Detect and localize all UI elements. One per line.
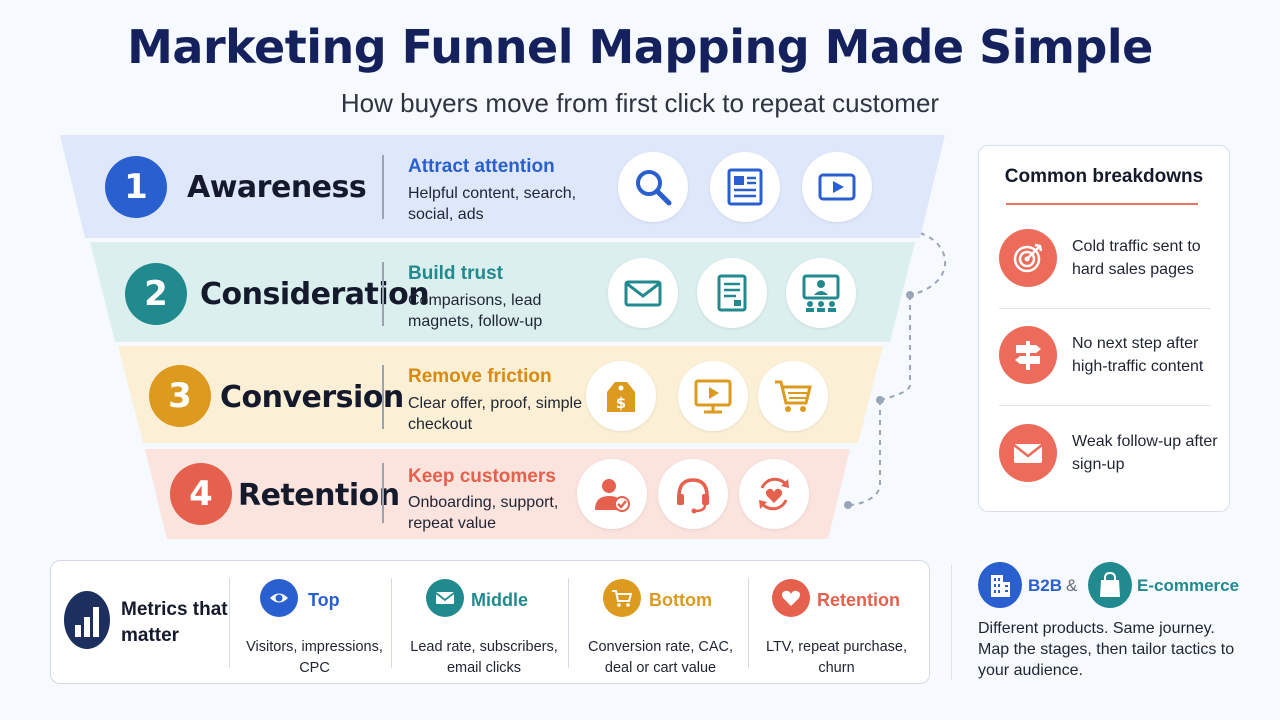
funnel-stage-conversion: 3 Conversion Remove friction Clear offer… [118, 346, 883, 443]
ampersand: & [1066, 576, 1078, 595]
search-icon [618, 152, 688, 222]
breakdown-item: No next step after high-traffic content [999, 326, 1214, 392]
ecommerce-label: E-commerce [1137, 576, 1240, 595]
divider [229, 578, 230, 668]
metric-description: LTV, repeat purchase, churn [765, 639, 908, 676]
audience-text: Different products. Same journey. Map th… [978, 620, 1235, 679]
divider [568, 578, 569, 668]
cart-icon [758, 361, 828, 431]
divider [748, 578, 749, 668]
video-icon [802, 152, 872, 222]
document-icon [697, 258, 767, 328]
metric-column-top: Top Visitors, impressions, CPC [236, 579, 391, 679]
envelope-icon [999, 424, 1057, 482]
metric-column-retention: Retention LTV, repeat purchase, churn [754, 579, 924, 679]
user-check-icon [577, 459, 647, 529]
divider [382, 155, 384, 219]
eye-icon [260, 579, 298, 617]
divider [951, 565, 952, 680]
stage-description: Onboarding, support, repeat value [408, 494, 559, 532]
funnel-stage-retention: 4 Retention Keep customers Onboarding, s… [145, 449, 850, 539]
breakdown-text: Weak follow-up after sign-up [1072, 433, 1218, 473]
metric-label: Bottom [649, 590, 712, 610]
audience-row: B2B & E-commerce [978, 562, 1268, 608]
stage-name: Retention [238, 478, 400, 513]
shopping-bag-icon [1088, 562, 1132, 608]
breakdown-item: Weak follow-up after sign-up [999, 424, 1218, 490]
metrics-title: Metrics that matter [121, 599, 228, 646]
divider [999, 308, 1211, 309]
metric-column-middle: Middle Lead rate, subscribers, email cli… [396, 579, 571, 679]
stage-name: Awareness [187, 170, 367, 205]
stage-number-badge: 3 [149, 365, 211, 427]
stage-number-badge: 1 [105, 156, 167, 218]
stage-goal: Remove friction [408, 366, 552, 387]
stage-description: Comparisons, lead magnets, follow-up [408, 292, 543, 330]
stage-description: Helpful content, search, social, ads [408, 185, 577, 223]
metric-label: Middle [471, 590, 528, 610]
funnel-stage-consideration: 2 Consideration Build trust Comparisons,… [90, 242, 915, 342]
title-underline [1006, 203, 1198, 205]
signpost-icon [999, 326, 1057, 384]
metric-description: Conversion rate, CAC, deal or cart value [587, 639, 734, 676]
page-subtitle: How buyers move from first click to repe… [340, 88, 940, 118]
b2b-label: B2B [1028, 576, 1063, 595]
repeat-heart-icon [739, 459, 809, 529]
stage-number-badge: 4 [170, 463, 232, 525]
divider [382, 365, 384, 429]
metric-label: Top [308, 590, 340, 610]
metrics-panel: Metrics that matter Top Visitors, impres… [50, 560, 930, 684]
target-icon [999, 229, 1057, 287]
email-icon [608, 258, 678, 328]
stage-goal: Keep customers [408, 466, 556, 487]
headset-icon [658, 459, 728, 529]
common-breakdowns-panel: Common breakdowns Cold traffic sent to h… [978, 145, 1230, 512]
cart-icon [603, 579, 641, 617]
stage-name: Conversion [220, 380, 404, 415]
divider [999, 405, 1211, 406]
video-player-icon [678, 361, 748, 431]
breakdown-text: No next step after high-traffic content [1072, 335, 1204, 375]
breakdown-text: Cold traffic sent to hard sales pages [1072, 238, 1201, 278]
mail-icon [426, 579, 464, 617]
svg-text:$: $ [616, 394, 626, 412]
divider [382, 262, 384, 326]
bar-chart-icon [64, 591, 110, 649]
funnel-stage-awareness: 1 Awareness Attract attention Helpful co… [60, 135, 945, 238]
heart-icon [772, 579, 810, 617]
divider [382, 463, 384, 523]
metric-description: Lead rate, subscribers, email clicks [410, 639, 558, 676]
stage-description: Clear offer, proof, simple checkout [408, 395, 583, 433]
stage-name: Consideration [200, 277, 430, 312]
funnel-connector [844, 232, 946, 509]
stage-goal: Attract attention [408, 156, 555, 177]
divider [391, 578, 392, 668]
article-icon [710, 152, 780, 222]
metric-description: Visitors, impressions, CPC [246, 639, 383, 676]
metric-label: Retention [817, 590, 900, 610]
stage-number-badge: 2 [125, 263, 187, 325]
stage-goal: Build trust [408, 263, 503, 284]
building-icon [978, 562, 1022, 608]
price-tag-icon: $ [586, 361, 656, 431]
webinar-icon [786, 258, 856, 328]
breakdowns-title: Common breakdowns [1004, 166, 1204, 187]
metric-column-bottom: Bottom Conversion rate, CAC, deal or car… [573, 579, 748, 679]
page-title: Marketing Funnel Mapping Made Simple [127, 20, 1153, 74]
breakdown-item: Cold traffic sent to hard sales pages [999, 229, 1214, 295]
